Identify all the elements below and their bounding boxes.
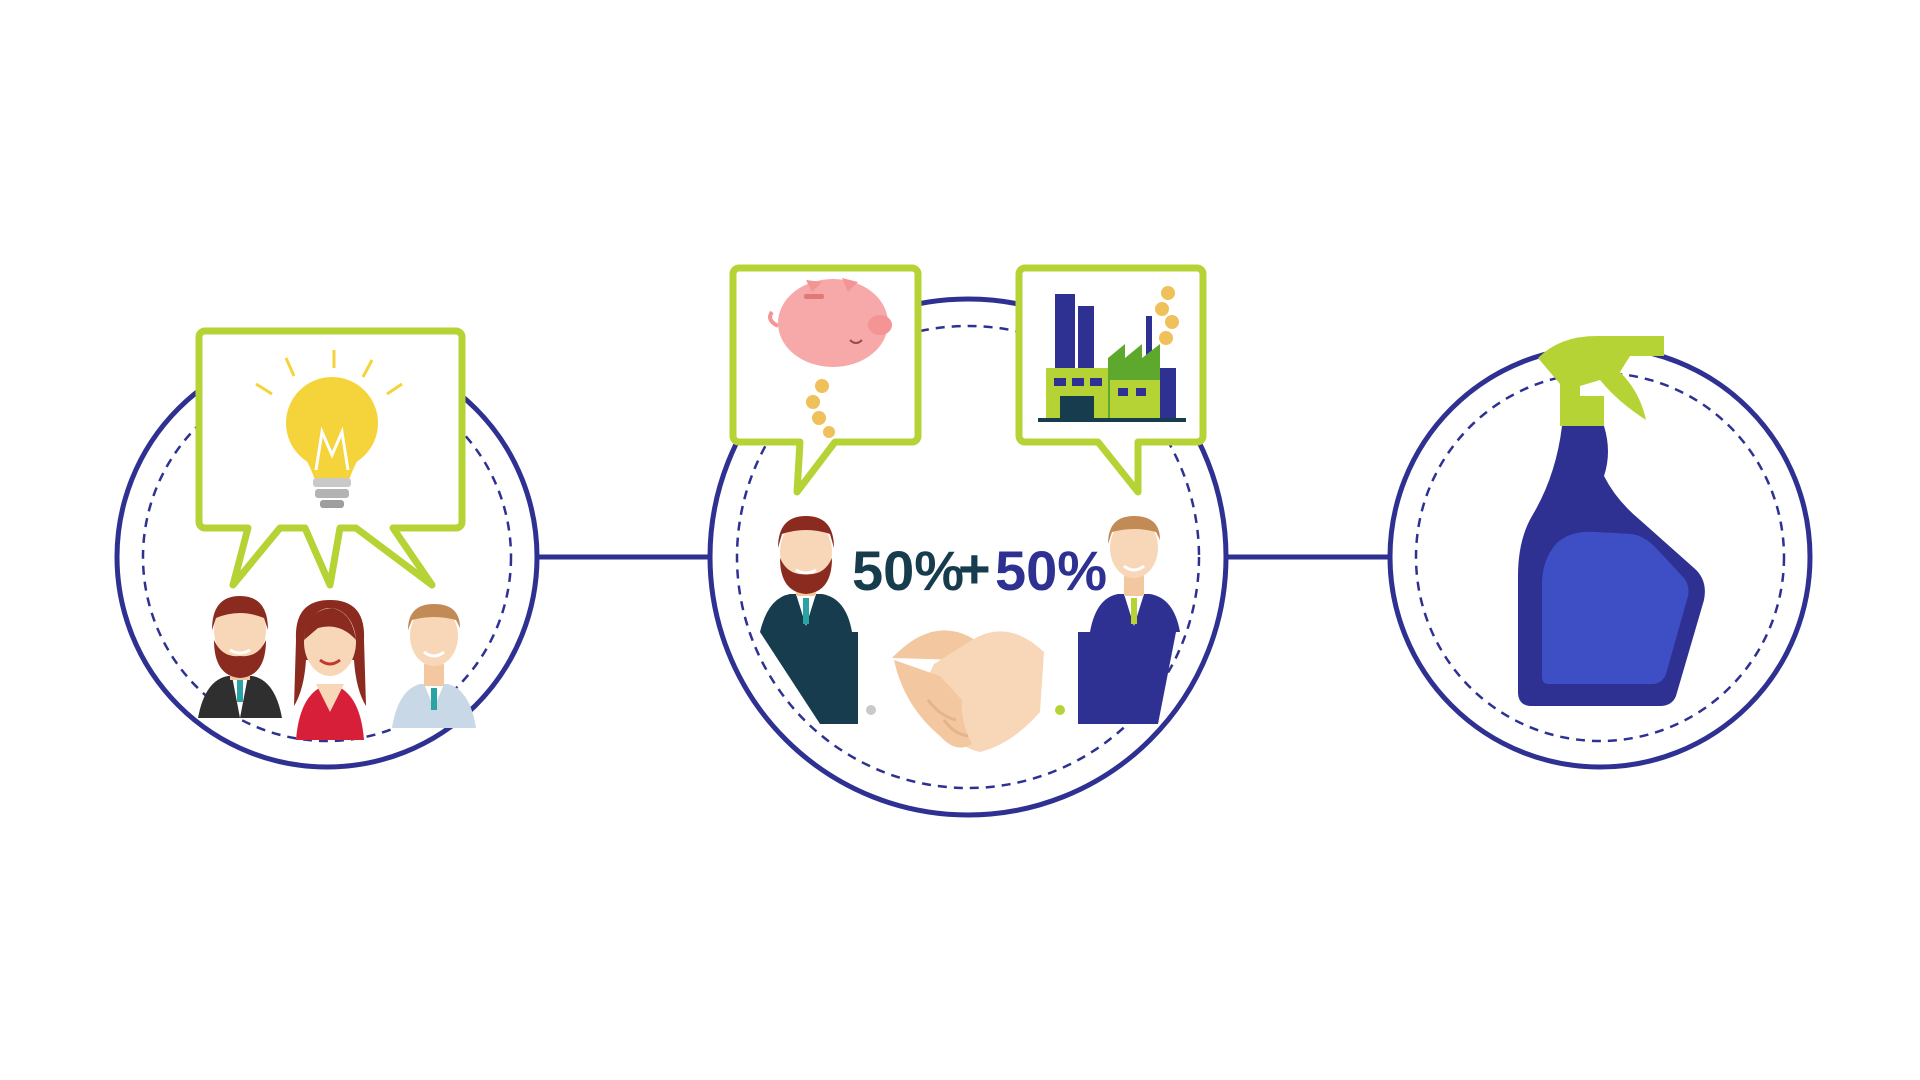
woman-icon xyxy=(294,600,366,740)
stage-partnership: 50% + 50% xyxy=(710,268,1226,815)
stage-idea xyxy=(117,331,537,767)
equity-plus-sign: + xyxy=(958,537,991,600)
equity-right-percent: 50% xyxy=(995,539,1107,602)
equity-label: 50% + 50% xyxy=(852,537,1107,602)
equity-left-percent: 50% xyxy=(852,539,964,602)
stage-product xyxy=(1390,336,1810,767)
